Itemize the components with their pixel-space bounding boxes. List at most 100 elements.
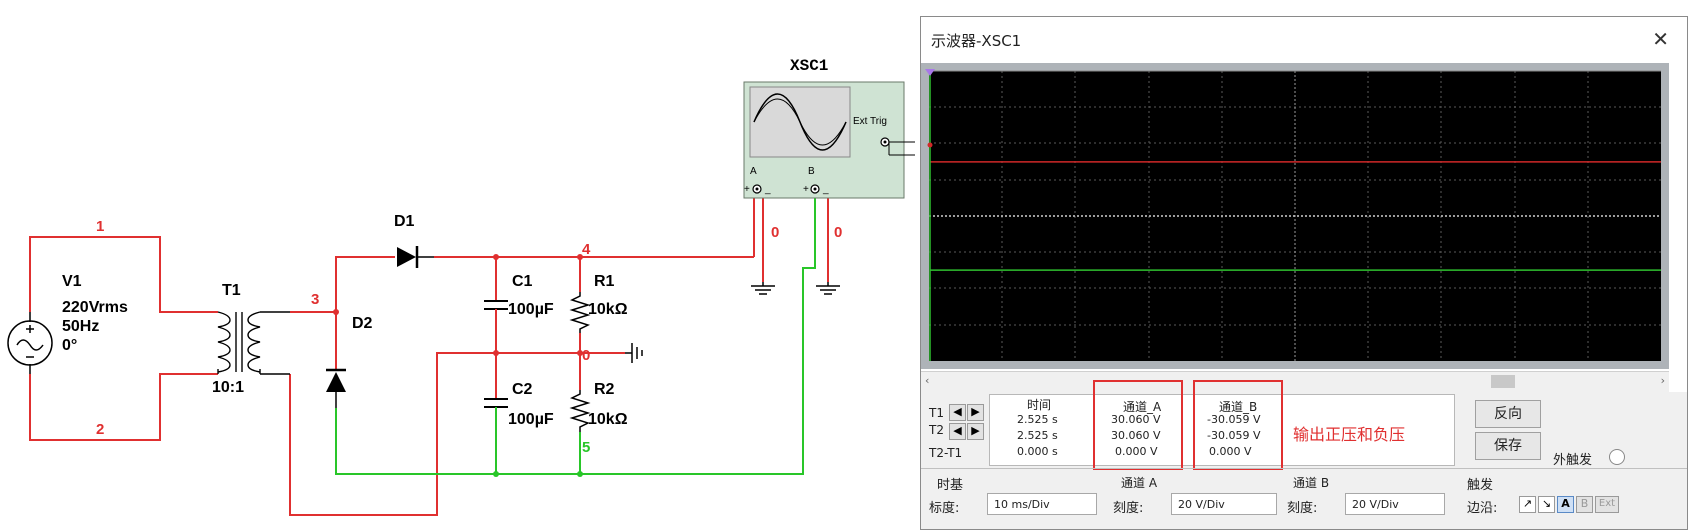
falling-edge-icon[interactable]: ↘ bbox=[1538, 496, 1555, 513]
node-5-label: 5 bbox=[582, 439, 590, 456]
trigger-edge-label: 边沿: bbox=[1467, 501, 1498, 516]
t2-a-value: 30.060 V bbox=[1111, 429, 1161, 442]
scope-b-label: B bbox=[808, 166, 815, 177]
node-b-label: 0 bbox=[834, 224, 842, 241]
ground-symbol-b bbox=[816, 282, 840, 295]
col-a-header: 通道_A bbox=[1123, 400, 1162, 414]
channel-a-marker bbox=[927, 142, 933, 148]
oscilloscope-symbol[interactable] bbox=[743, 81, 915, 199]
channel-b-scale-label: 刻度: bbox=[1287, 501, 1318, 516]
capacitor-c1-symbol bbox=[484, 300, 508, 320]
channel-b-scale-field[interactable]: 20 V/Div bbox=[1345, 493, 1445, 515]
timebase-scale-field[interactable]: 10 ms/Div bbox=[987, 493, 1097, 515]
scope-a-minus: _ bbox=[764, 184, 771, 195]
ground-symbol-a bbox=[751, 282, 775, 295]
scroll-thumb[interactable] bbox=[1491, 375, 1515, 388]
scope-b-minus: _ bbox=[822, 184, 829, 195]
transformer-ratio-label: 10:1 bbox=[212, 379, 244, 396]
d1-label: D1 bbox=[394, 213, 415, 230]
node-0-label: 0 bbox=[582, 347, 590, 364]
cursor-readout bbox=[989, 394, 1455, 466]
channel-a-scale-label: 刻度: bbox=[1113, 501, 1144, 516]
title-bar[interactable]: 示波器-XSC1 ✕ bbox=[921, 17, 1687, 61]
r1-value-label: 10kΩ bbox=[588, 301, 628, 318]
delta-a-value: 0.000 V bbox=[1115, 445, 1158, 458]
d2-label: D2 bbox=[352, 315, 373, 332]
scope-a-label: A bbox=[750, 166, 757, 177]
green-wires bbox=[335, 190, 816, 475]
cursor-delta-label: T2-T1 bbox=[929, 446, 963, 460]
ext-trig-label: Ext Trig bbox=[853, 116, 887, 127]
trigger-a-button[interactable]: A bbox=[1557, 496, 1574, 513]
source-ref-label: V1 bbox=[62, 273, 82, 290]
col-time-header: 时间 bbox=[1027, 398, 1052, 412]
panel-divider bbox=[921, 468, 1687, 469]
timebase-scale-label: 标度: bbox=[929, 501, 960, 516]
annotation-text: 输出正压和负压 bbox=[1293, 425, 1406, 444]
node-2-label: 2 bbox=[96, 421, 104, 438]
scope-b-plus: + bbox=[803, 184, 809, 195]
delta-time: 0.000 s bbox=[1017, 445, 1058, 458]
trigger-ext-button[interactable]: Ext bbox=[1595, 496, 1619, 513]
channel-a-scale-field[interactable]: 20 V/Div bbox=[1171, 493, 1277, 515]
resistor-r1-symbol bbox=[569, 292, 591, 333]
cursor-t1-marker[interactable] bbox=[925, 69, 935, 76]
scope-a-plus: + bbox=[744, 184, 750, 195]
r2-value-label: 10kΩ bbox=[588, 411, 628, 428]
source-freq-label: 50Hz bbox=[62, 318, 99, 335]
r1-ref-label: R1 bbox=[594, 273, 615, 290]
scope-ref-label: XSC1 bbox=[790, 57, 828, 75]
red-wires bbox=[29, 190, 829, 516]
t2-b-value: -30.059 V bbox=[1207, 429, 1261, 442]
t1-right-arrow-icon[interactable]: ▶ bbox=[967, 404, 984, 421]
scope-display bbox=[921, 63, 1669, 369]
trigger-header: 触发 bbox=[1467, 478, 1494, 493]
t1-b-value: -30.059 V bbox=[1207, 413, 1261, 426]
c1-ref-label: C1 bbox=[512, 273, 533, 290]
junction-dots bbox=[333, 254, 583, 356]
ac-source-symbol bbox=[7, 312, 53, 374]
reverse-button[interactable]: 反向 bbox=[1475, 400, 1541, 428]
t2-time: 2.525 s bbox=[1017, 429, 1058, 442]
ground-symbol-center bbox=[625, 343, 643, 363]
junction-dots-green bbox=[493, 471, 583, 477]
node-a-label: 0 bbox=[771, 224, 779, 241]
source-phase-label: 0° bbox=[62, 337, 77, 354]
r2-ref-label: R2 bbox=[594, 381, 615, 398]
trigger-b-button[interactable]: B bbox=[1576, 496, 1593, 513]
rising-edge-icon[interactable]: ↗ bbox=[1519, 496, 1536, 513]
save-button[interactable]: 保存 bbox=[1475, 432, 1541, 460]
transformer-ref-label: T1 bbox=[222, 282, 241, 299]
cursor-t2-label: T2 bbox=[929, 423, 944, 437]
node-3-label: 3 bbox=[311, 291, 319, 308]
ext-trigger-label: 外触发 bbox=[1553, 453, 1593, 468]
c2-ref-label: C2 bbox=[512, 381, 533, 398]
node-4-label: 4 bbox=[582, 241, 591, 258]
t2-right-arrow-icon[interactable]: ▶ bbox=[967, 423, 984, 440]
source-voltage-label: 220Vrms bbox=[62, 299, 128, 316]
close-icon[interactable]: ✕ bbox=[1652, 27, 1669, 51]
horizontal-scrollbar[interactable]: ‹ › bbox=[921, 371, 1669, 392]
transformer-symbol bbox=[217, 311, 290, 375]
t1-left-arrow-icon[interactable]: ◀ bbox=[949, 404, 966, 421]
capacitor-c2-symbol bbox=[484, 398, 508, 418]
c1-value-label: 100µF bbox=[508, 301, 554, 318]
t2-left-arrow-icon[interactable]: ◀ bbox=[949, 423, 966, 440]
resistor-r2-symbol bbox=[569, 390, 591, 432]
t1-time: 2.525 s bbox=[1017, 413, 1058, 426]
scroll-right-icon[interactable]: › bbox=[1660, 374, 1665, 387]
highlight-channel-b bbox=[1193, 380, 1283, 470]
cursor-t1-label: T1 bbox=[929, 406, 944, 420]
oscilloscope-window: 示波器-XSC1 ✕ ‹ › T1 bbox=[920, 16, 1688, 530]
c2-value-label: 100µF bbox=[508, 411, 554, 428]
control-panel: T1 ◀ ▶ T2 ◀ ▶ T2-T1 时间 通道_A 通道_B 2.525 s… bbox=[921, 380, 1687, 529]
delta-b-value: 0.000 V bbox=[1209, 445, 1252, 458]
channel-a-header: 通道 A bbox=[1121, 476, 1158, 490]
t1-a-value: 30.060 V bbox=[1111, 413, 1161, 426]
channel-b-header: 通道 B bbox=[1293, 476, 1330, 490]
scope-grid bbox=[925, 69, 1661, 361]
scroll-left-icon[interactable]: ‹ bbox=[925, 374, 930, 387]
ext-trigger-radio[interactable] bbox=[1609, 449, 1625, 465]
circuit-schematic: V1 220Vrms 50Hz 0° T1 10:1 D1 D2 C1 100µ… bbox=[7, 57, 915, 516]
window-title: 示波器-XSC1 bbox=[931, 32, 1022, 50]
